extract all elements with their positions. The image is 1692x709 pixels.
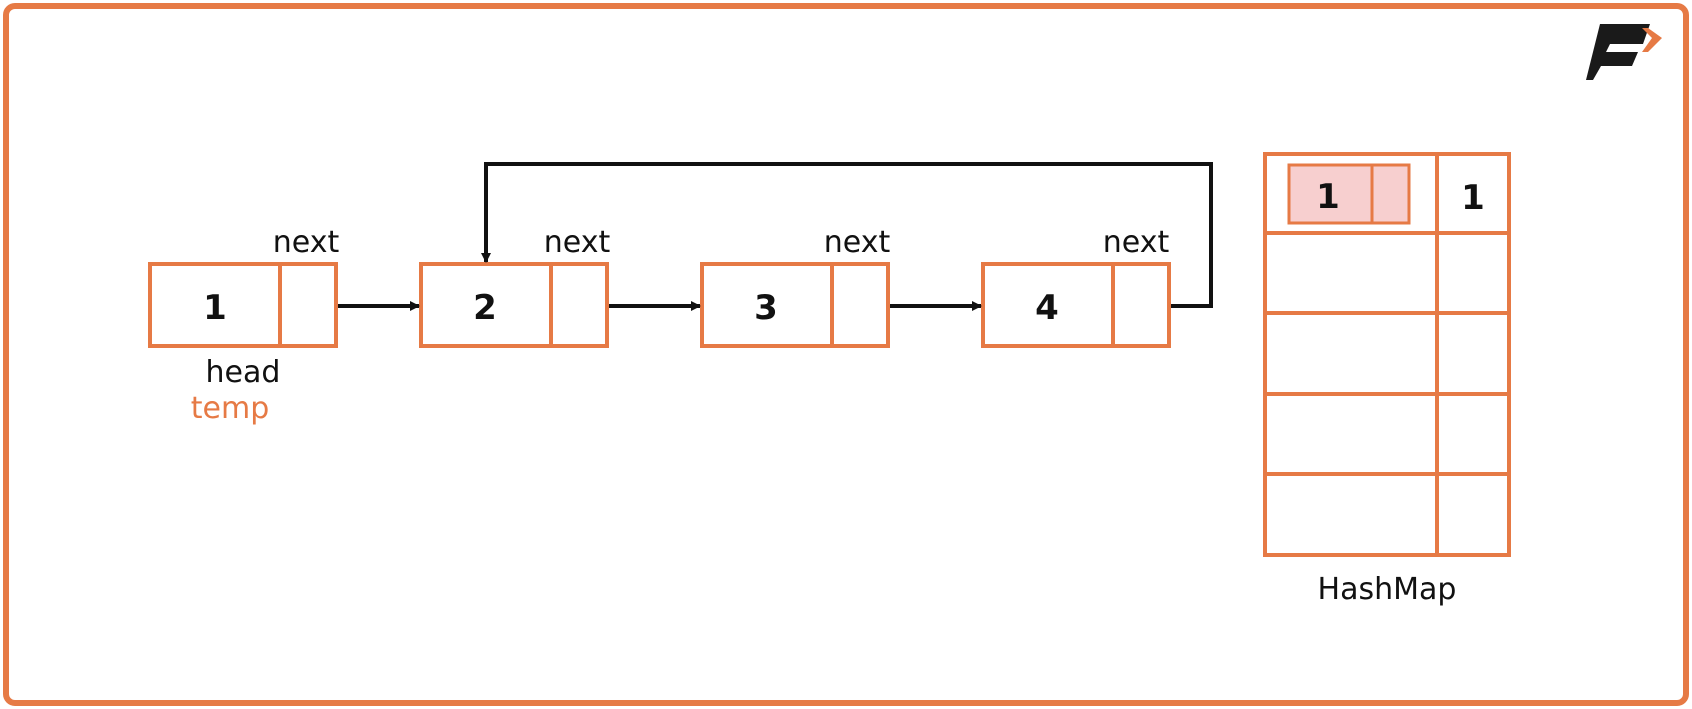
- temp-pointer-label: temp: [191, 391, 270, 426]
- list-node-2: 2 next: [419, 225, 611, 348]
- node-box: [148, 262, 338, 348]
- hashmap-key: 1: [1316, 177, 1340, 217]
- node-value: 1: [203, 288, 227, 328]
- next-label: next: [273, 225, 340, 260]
- next-label: next: [824, 225, 891, 260]
- node-value: 3: [754, 288, 778, 328]
- node-value: 2: [473, 288, 497, 328]
- list-node-4: 4 next: [981, 225, 1171, 348]
- node-box: [419, 262, 609, 348]
- hashmap-table: 1 1: [1263, 152, 1511, 557]
- key-node-box: [1287, 163, 1411, 225]
- cycle-arrow-4-2: [481, 162, 1213, 308]
- list-node-1: 1 next: [148, 225, 340, 348]
- list-node-3: 3 next: [700, 225, 891, 348]
- hashmap-key-node: 1: [1287, 163, 1411, 225]
- brand-logo-icon: [1586, 24, 1662, 80]
- hashmap-border: [1263, 152, 1511, 557]
- next-label: next: [544, 225, 611, 260]
- hashmap-value: 1: [1461, 178, 1485, 218]
- node-box: [981, 262, 1171, 348]
- hashmap-label: HashMap: [1318, 572, 1457, 607]
- head-pointer-label: head: [206, 355, 281, 390]
- node-value: 4: [1035, 288, 1059, 328]
- next-label: next: [1103, 225, 1170, 260]
- node-box: [700, 262, 890, 348]
- diagram-frame: [3, 3, 1689, 706]
